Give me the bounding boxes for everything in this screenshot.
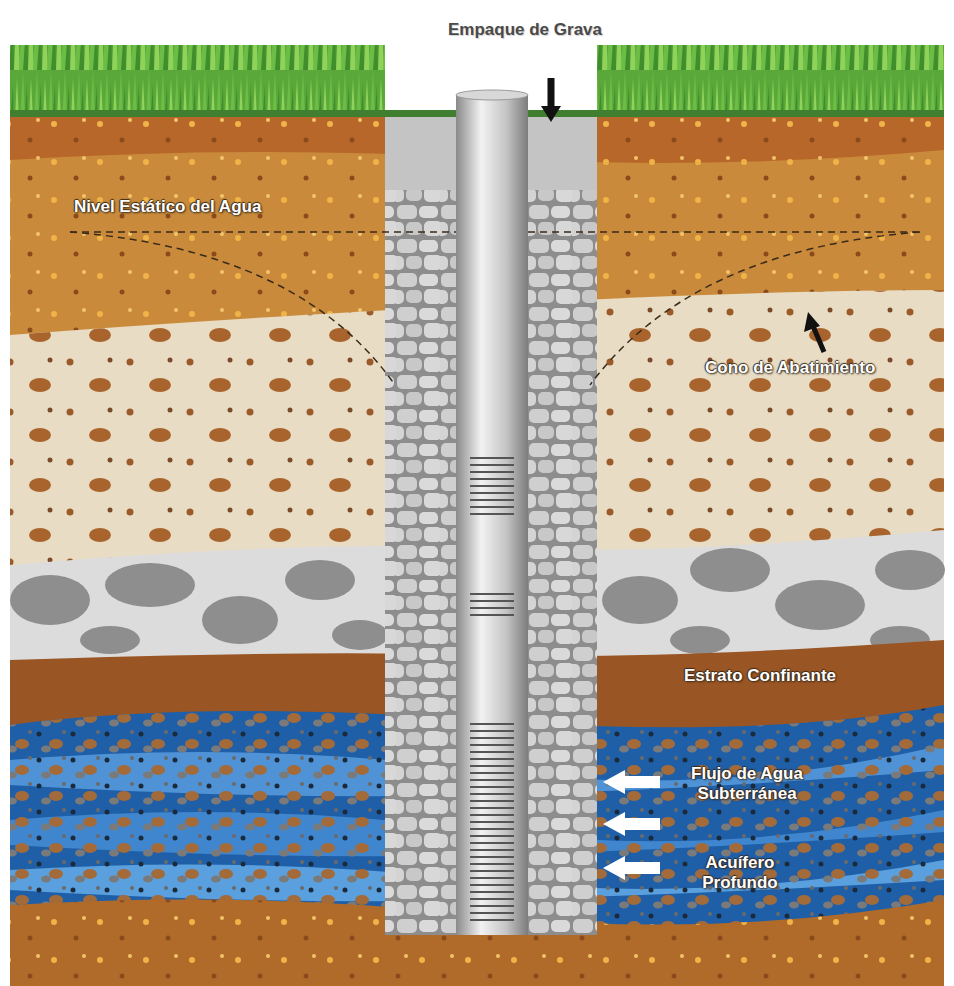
gravel-pack-label: Empaque de Grava (448, 20, 658, 40)
cone-label: Cono de Abatimiento (705, 358, 935, 378)
confining-layer-label: Estrato Confinante (684, 666, 914, 686)
flow-label: Flujo de Agua Subterránea (672, 764, 822, 804)
water-level-label: Nivel Estático del Agua (74, 197, 334, 217)
aquifer-label: Acuífero Profundo (680, 853, 800, 893)
